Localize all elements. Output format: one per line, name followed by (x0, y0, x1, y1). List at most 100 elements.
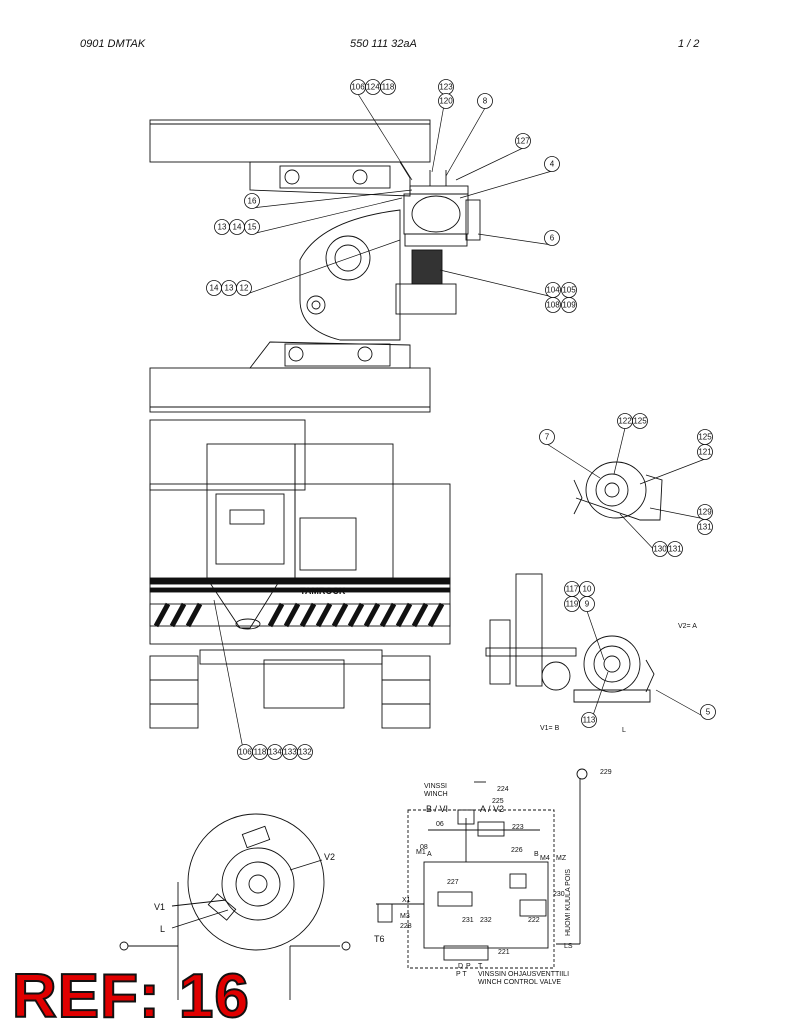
callout-number: 127 (516, 137, 530, 146)
header-page-number: 1 / 2 (678, 38, 700, 50)
motor-port-l: L (160, 924, 165, 934)
detail1-callout-125: 125 (697, 429, 713, 445)
leader-line (613, 427, 626, 475)
hydraulic-part-A: A (427, 851, 432, 858)
callout-number: 120 (439, 97, 453, 106)
hydraulic-part-228: 228 (400, 923, 412, 930)
callout-number: 117 (566, 585, 579, 594)
port-p-t: P T (456, 971, 467, 978)
header-drawing-code: 0901 DMTAK (80, 38, 146, 50)
top-callout-124: 124 (365, 79, 381, 95)
top-callout-13: 13 (221, 280, 237, 296)
callout-number: 5 (706, 708, 711, 717)
hydraulic-part-223: 223 (512, 824, 524, 831)
top-callout-108: 108 (545, 297, 561, 313)
leader-line (455, 147, 524, 181)
callout-number: 7 (545, 433, 550, 442)
detail1-callout-125: 125 (632, 413, 648, 429)
callout-number: 125 (698, 433, 712, 442)
top-callout-16: 16 (244, 193, 260, 209)
detail2-callout-117: 117 (564, 581, 580, 597)
machine-front-view (149, 419, 451, 729)
callout-number: 15 (248, 223, 257, 232)
top-callout-4: 4 (544, 156, 560, 172)
callout-number: 113 (583, 716, 596, 725)
callout-number: 14 (210, 284, 219, 293)
detail1-callout-131: 131 (697, 519, 713, 535)
port-m3: M3 (400, 913, 410, 920)
leader-line (655, 689, 709, 720)
hydraulic-part-232: 232 (480, 917, 492, 924)
bottom-callout-132: 132 (297, 744, 313, 760)
port-t6: T6 (374, 934, 385, 944)
callout-number: 4 (550, 160, 555, 169)
top-callout-105: 105 (561, 282, 577, 298)
detail-winch-side-view (485, 573, 655, 703)
top-callout-104: 104 (545, 282, 561, 298)
hydraulic-part-221: 221 (498, 949, 510, 956)
callout-number: 109 (562, 301, 576, 310)
callout-number: 6 (550, 234, 555, 243)
port-m1: M1 (416, 849, 426, 856)
bottom-callout-134: 134 (267, 744, 283, 760)
leader-line (649, 507, 706, 520)
callout-number: 131 (668, 545, 682, 554)
top-callout-14: 14 (229, 219, 245, 235)
top-callout-118: 118 (380, 79, 396, 95)
callout-number: 13 (225, 284, 234, 293)
callout-number: 106 (351, 83, 365, 92)
leader-line (251, 189, 413, 209)
top-assembly-view (149, 119, 481, 413)
hydraulic-part-T: T (478, 963, 483, 970)
top-callout-120: 120 (438, 93, 454, 109)
detail2-callout-5: 5 (700, 704, 716, 720)
callout-number: 16 (248, 197, 257, 206)
callout-number: 124 (366, 83, 380, 92)
hydraulic-part-229: 229 (600, 769, 612, 776)
detail2-label-l: L (622, 727, 626, 734)
callout-number: 134 (268, 748, 282, 757)
top-callout-109: 109 (561, 297, 577, 313)
detail2-label-v2a: V2= A (678, 623, 697, 630)
detail-drum-end-view (573, 461, 663, 521)
callout-number: 130 (653, 545, 667, 554)
motor-port-v1: V1 (154, 902, 165, 912)
leader-line (243, 239, 401, 296)
port-ls: LS (564, 943, 573, 950)
top-callout-127: 127 (515, 133, 531, 149)
port-x1: X1 (402, 897, 411, 904)
leader-line (251, 197, 403, 235)
leader-line (357, 93, 413, 181)
leader-line (586, 610, 605, 661)
detail2-callout-10: 10 (579, 581, 595, 597)
top-callout-13: 13 (214, 219, 230, 235)
hydraulic-part-231: 231 (462, 917, 474, 924)
callout-number: 133 (283, 748, 297, 757)
hydraulic-part-224: 224 (497, 786, 509, 793)
callout-number: 123 (439, 83, 453, 92)
hydraulic-part-B: B (534, 851, 539, 858)
hydraulic-part-08: 08 (420, 844, 428, 851)
ref-label: REF: 16 (11, 962, 250, 1031)
hydraulic-part-230: 230 (553, 891, 565, 898)
motor-port-v2: V2 (324, 852, 335, 862)
detail2-label-v1b: V1= B (540, 725, 560, 732)
bottom-callout-133: 133 (282, 744, 298, 760)
port-m4: M4 (540, 855, 550, 862)
valve-title-fi: VINSSIN OHJAUSVENTTIILI (478, 971, 569, 978)
leader-line (439, 269, 554, 298)
detail1-callout-130: 130 (652, 541, 668, 557)
detail1-callout-122: 122 (617, 413, 633, 429)
pressure-gauge-icon (576, 768, 588, 780)
callout-number: 118 (382, 83, 395, 92)
callout-number: 122 (618, 417, 632, 426)
top-callout-15: 15 (244, 219, 260, 235)
leader-line (546, 443, 601, 479)
callout-number: 129 (698, 508, 712, 517)
hydraulic-part-227: 227 (447, 879, 459, 886)
callout-number: 131 (698, 523, 712, 532)
winch-title-fi: VINSSI (424, 783, 447, 790)
top-callout-12: 12 (236, 280, 252, 296)
leader-line (445, 107, 486, 177)
detail1-callout-131: 131 (667, 541, 683, 557)
